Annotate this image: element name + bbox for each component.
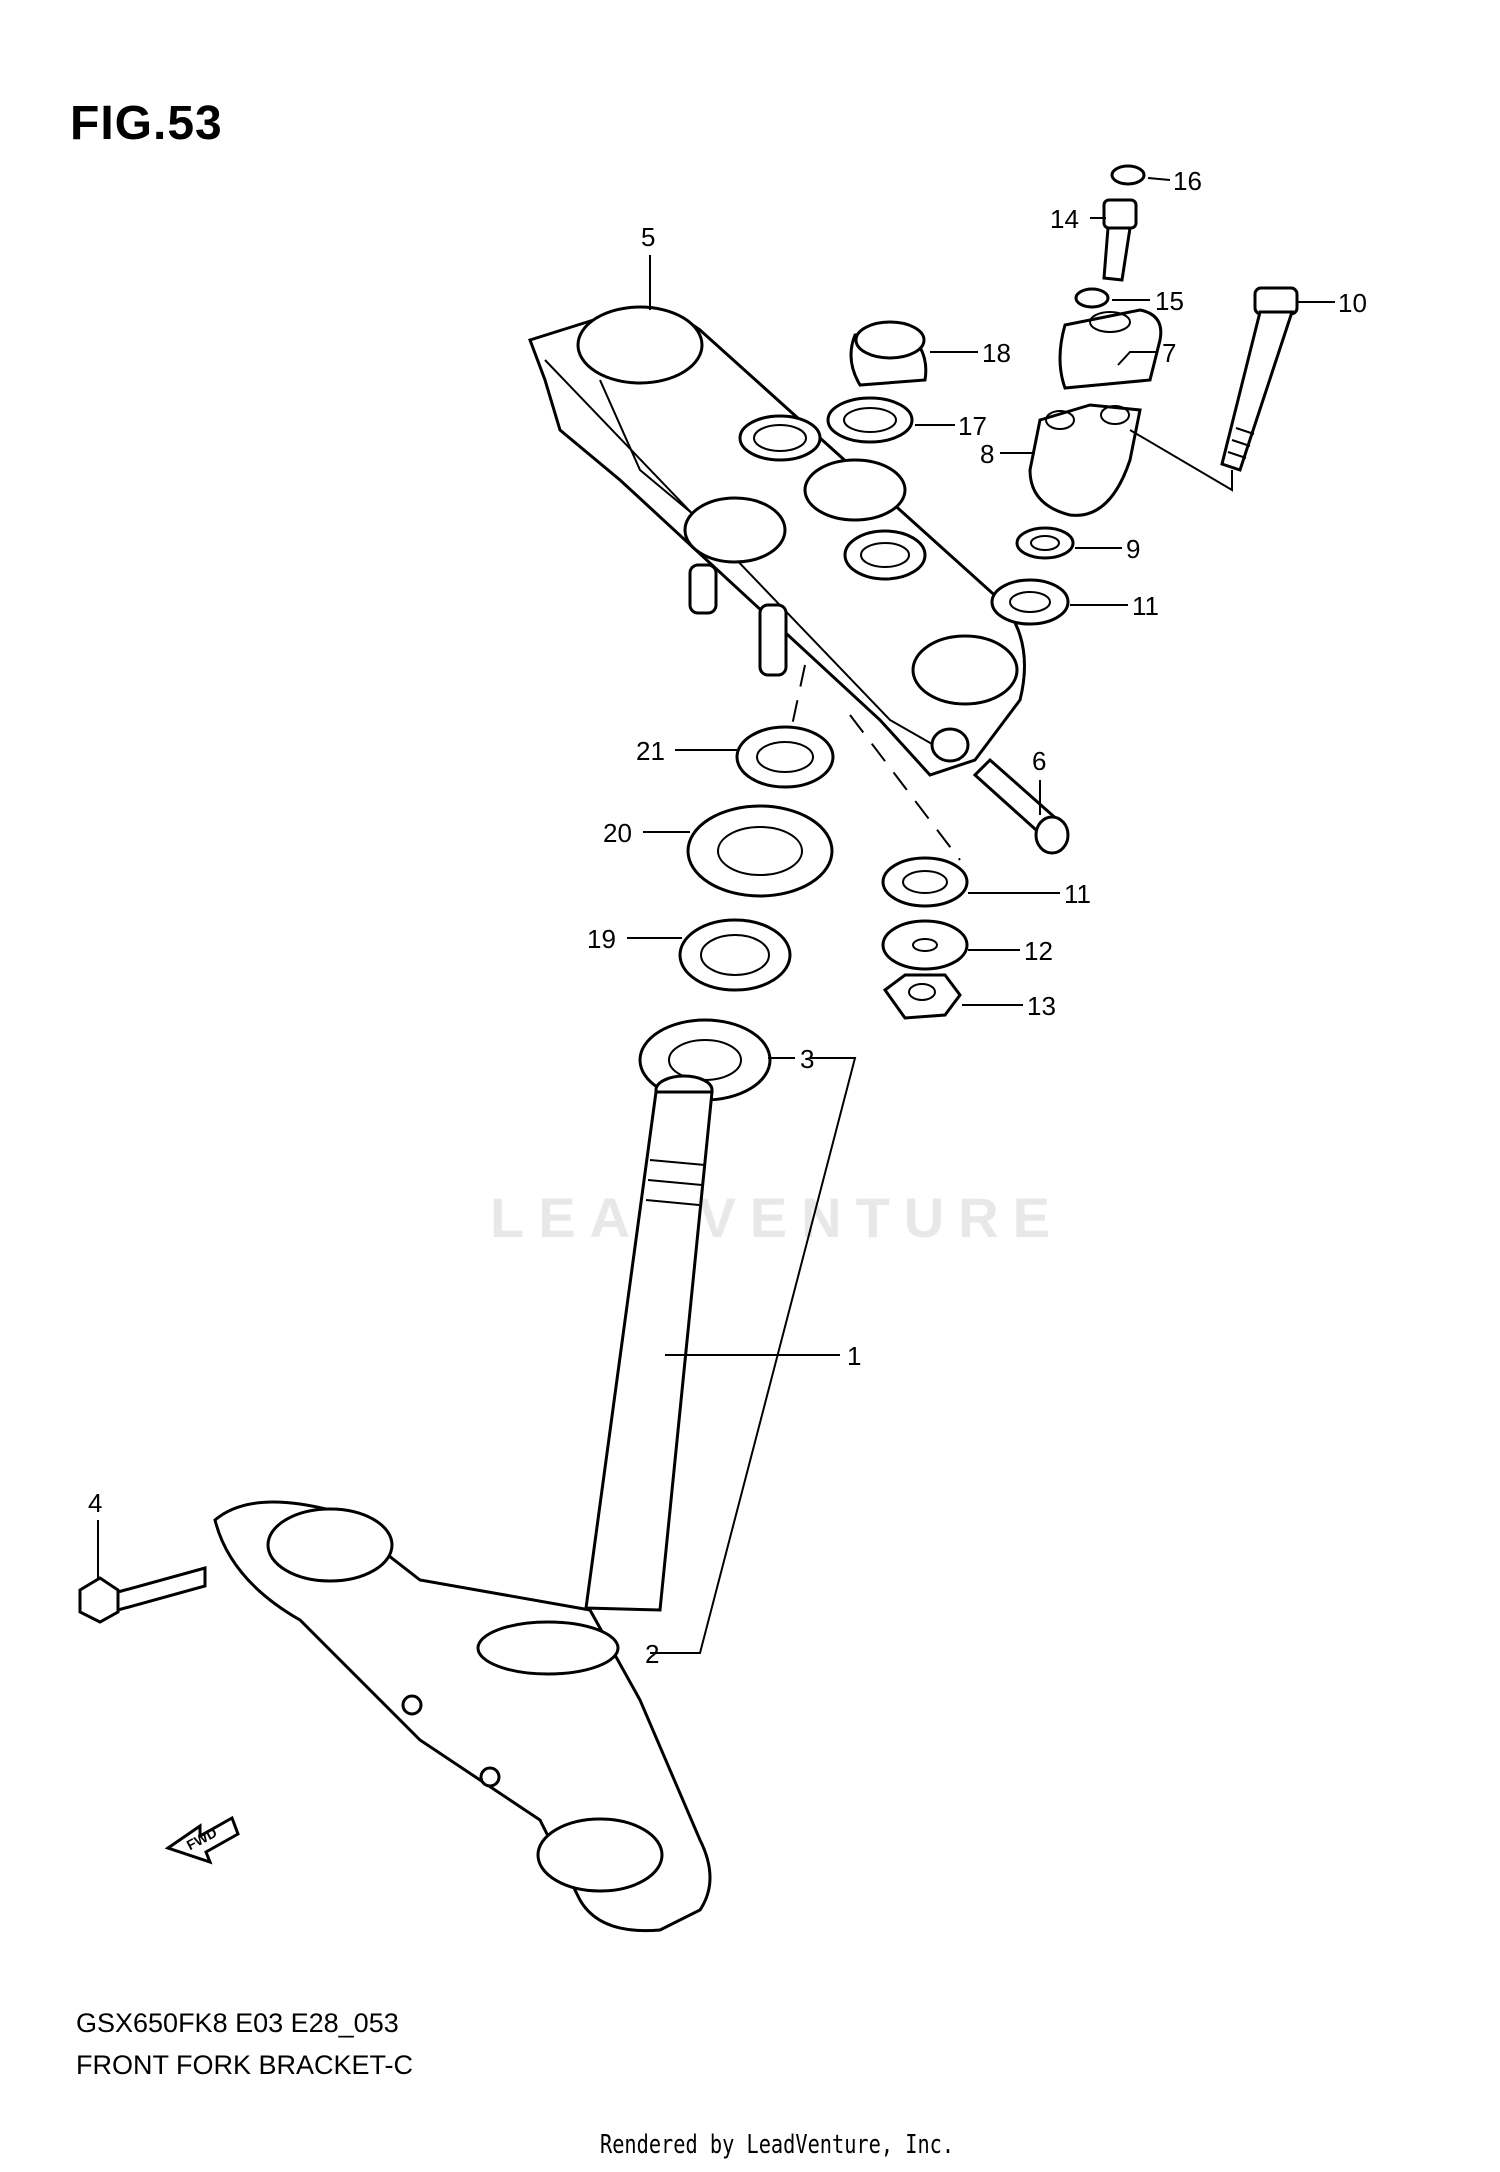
model-code: GSX650FK8 E03 E28_053 (76, 2008, 399, 2038)
handlebar-holder-part-7 (1058, 308, 1163, 390)
callout-14: 14 (1050, 204, 1079, 234)
nut-part-13 (882, 973, 962, 1020)
callout-5: 5 (641, 222, 655, 252)
watermark: LEADVENTURE (490, 1186, 1065, 1249)
bolt-part-10 (1220, 286, 1299, 472)
bolt-part-6 (972, 757, 1070, 855)
callout-12: 12 (1024, 936, 1053, 966)
lock-nut-part-21 (735, 725, 835, 789)
callout-1: 1 (847, 1341, 861, 1371)
callout-6: 6 (1032, 746, 1046, 776)
callout-16: 16 (1173, 166, 1202, 196)
figure-title: FIG.53 (70, 97, 223, 150)
washer-part-11-upper (990, 578, 1070, 626)
callout-9: 9 (1126, 534, 1140, 564)
callout-3: 3 (800, 1044, 814, 1074)
callout-20: 20 (603, 818, 632, 848)
callout-21: 21 (636, 736, 665, 766)
washer-part-17 (826, 396, 914, 444)
callout-8: 8 (980, 439, 994, 469)
cap-part-16 (1110, 164, 1146, 186)
callout-7: 7 (1162, 338, 1176, 368)
forward-direction-arrow: FWD (164, 1815, 240, 1865)
callout-17: 17 (958, 411, 987, 441)
bolt-part-14 (1102, 198, 1138, 282)
callout-13: 13 (1027, 991, 1056, 1021)
callout-19: 19 (587, 924, 616, 954)
washer-part-9 (1015, 526, 1075, 560)
callout-11-lower: 11 (1064, 879, 1091, 909)
cap-part-18 (849, 320, 928, 387)
callout-10: 10 (1338, 288, 1367, 318)
handlebar-holder-part-8 (1028, 403, 1142, 517)
leader-lines (97, 177, 1335, 1654)
washer-part-15 (1074, 287, 1110, 309)
washer-part-12 (881, 919, 969, 971)
section-name: FRONT FORK BRACKET-C (76, 2050, 414, 2080)
callout-15: 15 (1155, 286, 1184, 316)
steering-stem-part-1 (584, 1074, 714, 1612)
callout-4: 4 (88, 1488, 102, 1518)
seal-part-19 (678, 918, 792, 992)
bolt-part-4 (78, 1566, 207, 1624)
bearing-part-20 (686, 804, 834, 898)
callout-labels: 5 16 14 15 10 7 18 17 8 9 11 6 11 12 13 … (88, 166, 1367, 1669)
upper-bracket-part-5 (528, 305, 1026, 777)
callout-11-upper: 11 (1132, 591, 1159, 621)
callout-2: 2 (645, 1639, 659, 1669)
rendered-by-credit: Rendered by LeadVenture, Inc. (600, 2130, 955, 2160)
washer-part-11-lower (881, 856, 969, 908)
callout-18: 18 (982, 338, 1011, 368)
lower-bracket (213, 1500, 712, 1933)
